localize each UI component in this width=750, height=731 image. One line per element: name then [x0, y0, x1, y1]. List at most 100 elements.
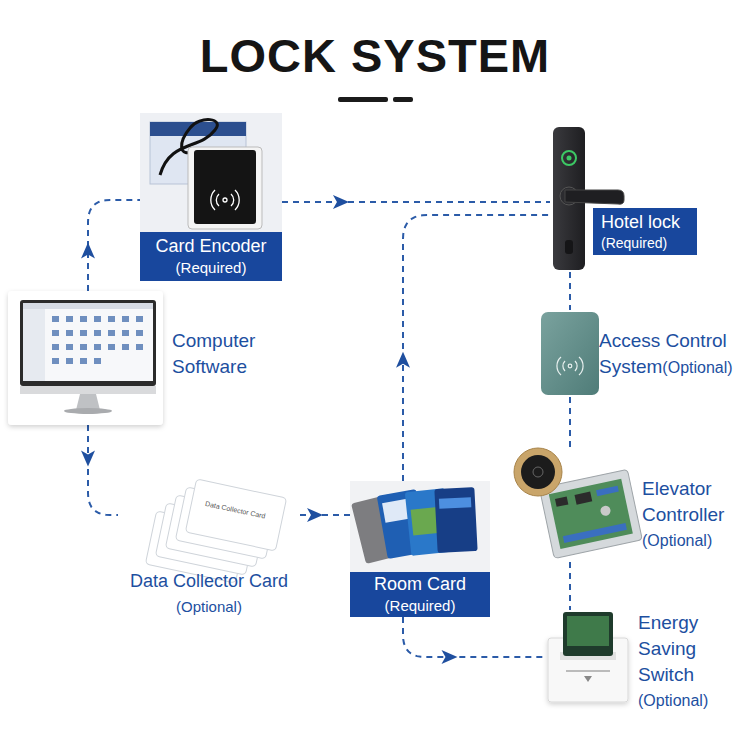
printed-strip: [566, 670, 610, 672]
rfid-symbol: [211, 190, 239, 210]
image-background: [8, 291, 163, 425]
card: [185, 479, 286, 551]
monitor-chin: [20, 386, 156, 394]
requirement-note: (Optional): [118, 594, 300, 620]
rfid-wave: [557, 357, 561, 375]
insert-arrow: [584, 676, 592, 682]
room-icons: [52, 316, 143, 364]
dashed-connector: [81, 425, 118, 515]
connector-line: [569, 562, 571, 610]
label-band: Room Card(Required): [350, 572, 490, 617]
lock-handle: [565, 190, 624, 204]
reader-body: [541, 312, 599, 395]
room-icon: [108, 330, 115, 336]
arrow-head: [441, 650, 457, 664]
title-underline: [393, 97, 413, 102]
dashed-connector: [81, 200, 140, 291]
energy-switch-illustration: [548, 612, 628, 702]
label-block: Elevator Controller(Optional): [642, 476, 740, 554]
diagram-title: LOCK SYSTEM: [0, 28, 750, 83]
rfid-dot: [568, 364, 572, 368]
room-icon: [66, 316, 73, 322]
rfid-wave: [211, 190, 215, 210]
inserted-card: [563, 612, 613, 656]
screen-sidebar: [23, 309, 45, 381]
elevator-controller-illustration: [514, 448, 642, 558]
label-band: Hotel lock(Required): [593, 208, 697, 255]
room-icon: [66, 358, 73, 364]
component-name: Card Encoder: [140, 235, 282, 258]
connector-line: [282, 201, 550, 203]
room-icon: [66, 330, 73, 336]
circuit-board: [549, 479, 633, 549]
component-name: Energy Saving Switch: [638, 610, 718, 688]
room-icon: [122, 344, 129, 350]
room-icon: [136, 344, 143, 350]
room-icon: [94, 330, 101, 336]
label-block: Data Collector Card(Optional): [118, 568, 300, 620]
label-block: Computer Software: [172, 328, 272, 380]
connector-line: [569, 397, 571, 452]
room-icon: [52, 330, 59, 336]
monitor-screen: [23, 303, 153, 381]
room-icon: [52, 316, 59, 322]
dashed-connector: [570, 562, 571, 610]
chip: [575, 492, 593, 505]
component-node: Elevator Controller(Optional): [505, 452, 740, 562]
reader-mark: [533, 467, 543, 477]
component-node: Room Card(Required): [350, 481, 490, 617]
terminal-block: [563, 523, 627, 543]
arrow-head: [81, 451, 95, 467]
monitor-stand: [76, 394, 100, 410]
card-encoder-illustration: [140, 113, 282, 232]
reader-ring: [514, 448, 562, 496]
component-name: Data Collector Card: [118, 568, 300, 594]
room-icon: [136, 330, 143, 336]
monitor-frame: [20, 300, 156, 386]
room-cards-illustration: [350, 481, 490, 572]
arrow-head: [396, 352, 410, 368]
card: [434, 487, 477, 553]
rfid-wave: [579, 357, 583, 375]
arrow-head: [81, 243, 95, 259]
package-stripe: [150, 122, 246, 136]
label-band: Card Encoder(Required): [140, 232, 282, 281]
computer-illustration: [8, 291, 163, 425]
image-background: [140, 113, 282, 232]
screen-toolbar: [23, 303, 153, 309]
requirement-note: (Required): [140, 258, 282, 278]
lock-led: [562, 151, 576, 165]
room-icon: [52, 344, 59, 350]
room-icon: [94, 344, 101, 350]
room-icon: [80, 316, 87, 322]
card-print: [567, 616, 609, 646]
room-icon: [108, 316, 115, 322]
connector-line: [300, 514, 350, 516]
rfid-symbol: [557, 357, 583, 375]
dashed-connector: [570, 397, 571, 452]
rfid-dot: [223, 198, 227, 202]
image-background: [350, 481, 490, 572]
terminal-block: [596, 486, 619, 496]
relay: [600, 505, 612, 517]
dashed-connector: [396, 215, 550, 481]
title-underline: [338, 97, 388, 102]
requirement-note: (Required): [601, 234, 689, 252]
requirement-note: (Optional): [662, 359, 732, 376]
monitor-base: [64, 408, 112, 414]
component-node: Access Control System(Optional): [540, 310, 745, 397]
connector-line: [403, 617, 545, 657]
rfid-wave: [563, 361, 565, 371]
component-name: Hotel lock: [601, 211, 689, 234]
rfid-wave: [575, 361, 577, 371]
arrow-head: [307, 508, 323, 522]
component-name: Computer Software: [172, 328, 272, 380]
room-icon: [52, 358, 59, 364]
component-node: Card Encoder(Required): [140, 113, 282, 281]
room-icon: [80, 358, 87, 364]
connector-line: [403, 215, 550, 481]
dashed-connector: [570, 272, 571, 310]
requirement-note: (Optional): [642, 528, 740, 554]
component-name: Elevator Controller: [642, 476, 740, 528]
component-node: Hotel lock(Required): [550, 125, 700, 272]
